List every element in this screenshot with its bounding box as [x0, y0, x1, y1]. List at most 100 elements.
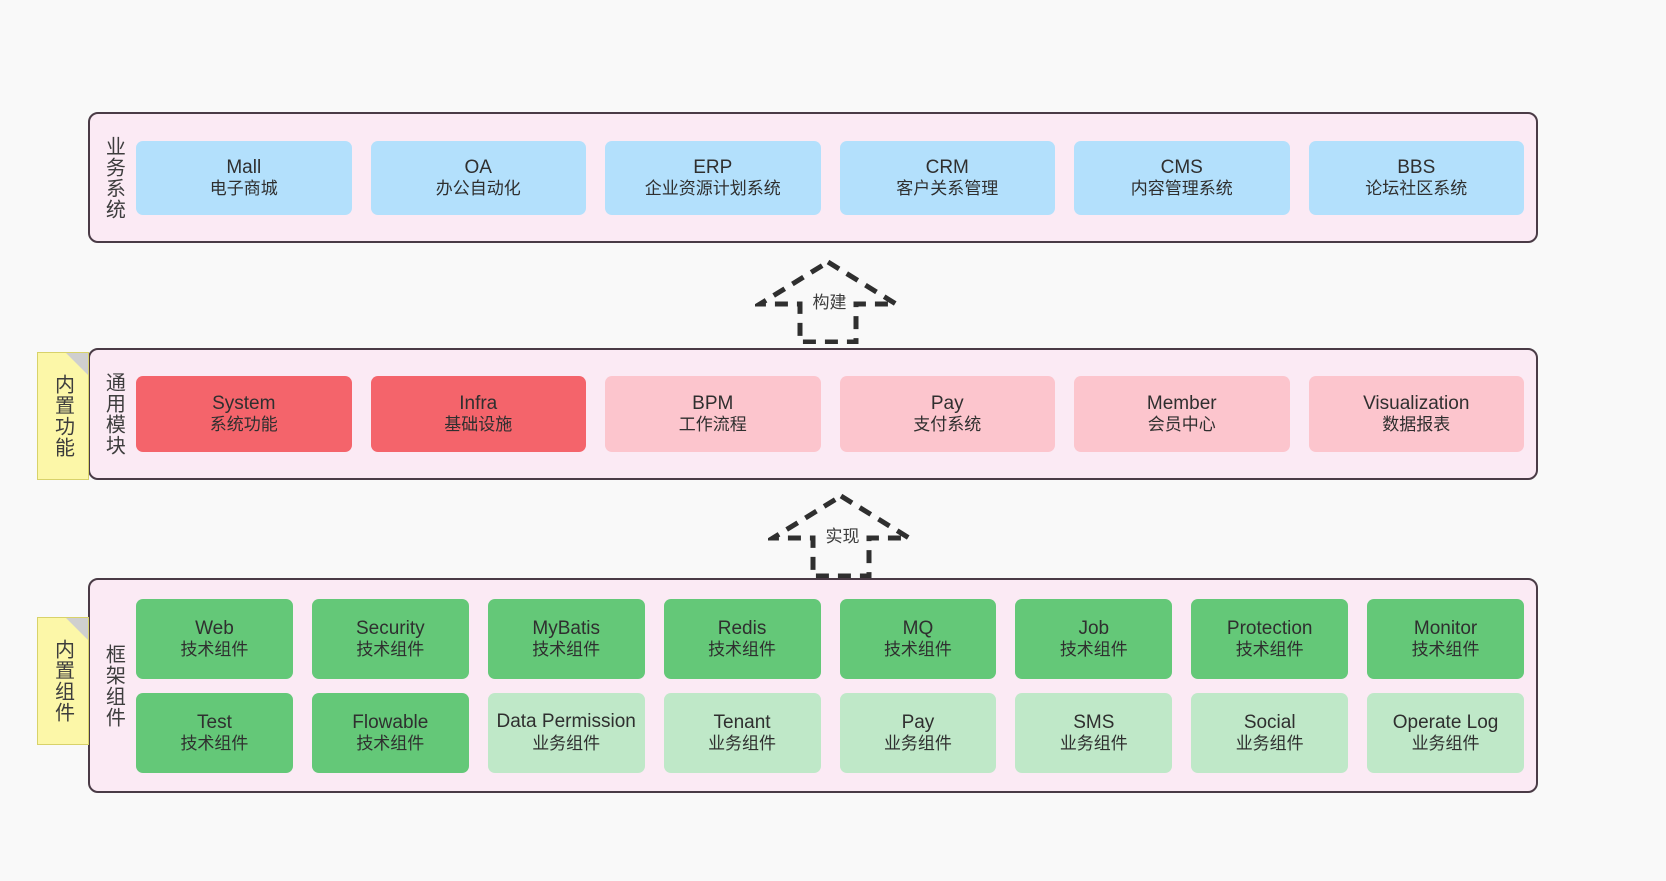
module-subtitle: 办公自动化 [435, 178, 521, 198]
module-subtitle: 技术组件 [1235, 639, 1304, 659]
module-subtitle: 业务组件 [708, 733, 777, 753]
module-box-security[interactable]: Security 技术组件 [311, 598, 469, 679]
module-box-flowable[interactable]: Flowable 技术组件 [311, 692, 469, 773]
module-box-mq[interactable]: MQ 技术组件 [839, 598, 997, 679]
module-box-protection[interactable]: Protection 技术组件 [1191, 598, 1349, 679]
module-subtitle: 内容管理系统 [1130, 178, 1233, 198]
module-subtitle: 技术组件 [1059, 639, 1128, 659]
row-business-components: Test 技术组件 Flowable 技术组件 Data Permission … [136, 692, 1524, 773]
module-title: MQ [902, 617, 934, 639]
module-subtitle: 技术组件 [1411, 639, 1480, 659]
module-subtitle: 业务组件 [883, 733, 952, 753]
module-subtitle: 业务组件 [1235, 733, 1304, 753]
layer-title-framework-components: 框架组件 [102, 643, 125, 728]
row-business-systems: Mall 电子商城 OA 办公自动化 ERP 企业资源计划系统 CRM 客户关系… [136, 140, 1524, 215]
module-subtitle: 技术组件 [883, 639, 952, 659]
module-title: Infra [459, 393, 498, 415]
module-subtitle: 技术组件 [180, 733, 249, 753]
arrow-label-implement: 实现 [825, 527, 860, 546]
module-box-web[interactable]: Web 技术组件 [136, 598, 293, 679]
module-title: Mall [226, 156, 262, 178]
module-subtitle: 基础设施 [444, 415, 513, 435]
module-box-member[interactable]: Member 会员中心 [1074, 376, 1290, 452]
module-title: Social [1243, 711, 1296, 733]
module-box-operate-log[interactable]: Operate Log 业务组件 [1367, 692, 1524, 773]
module-subtitle: 系统功能 [209, 415, 278, 435]
module-subtitle: 工作流程 [678, 415, 747, 435]
module-title: Pay [930, 393, 964, 415]
module-title: OA [464, 156, 492, 178]
module-title: CMS [1160, 156, 1203, 178]
layer-business-systems: 业务系统 Mall 电子商城 OA 办公自动化 ERP 企业资源计划系统 CRM… [88, 112, 1538, 243]
module-subtitle: 业务组件 [532, 733, 601, 753]
module-box-mybatis[interactable]: MyBatis 技术组件 [487, 598, 645, 679]
layer-common-modules: 通用模块 System 系统功能 Infra 基础设施 BPM 工作流程 Pay… [88, 348, 1538, 480]
module-title: Job [1078, 617, 1110, 639]
module-box-redis[interactable]: Redis 技术组件 [663, 598, 821, 679]
module-title: Protection [1226, 617, 1313, 639]
arrow-label-build: 构建 [812, 293, 847, 312]
module-title: Flowable [352, 711, 429, 733]
row-common-modules: System 系统功能 Infra 基础设施 BPM 工作流程 Pay 支付系统… [136, 376, 1524, 452]
module-box-bbs[interactable]: BBS 论坛社区系统 [1308, 140, 1524, 215]
module-subtitle: 技术组件 [708, 639, 777, 659]
module-box-oa[interactable]: OA 办公自动化 [370, 140, 586, 215]
module-box-data-permission[interactable]: Data Permission 业务组件 [487, 692, 645, 773]
module-box-cms[interactable]: CMS 内容管理系统 [1074, 140, 1290, 215]
module-box-mall[interactable]: Mall 电子商城 [136, 140, 352, 215]
module-title: Monitor [1413, 617, 1478, 639]
note-text: 内置组件 [51, 639, 74, 723]
module-title: Operate Log [1392, 711, 1499, 733]
module-box-system[interactable]: System 系统功能 [136, 376, 352, 452]
layer-framework-components: 框架组件 Web 技术组件 Security 技术组件 MyBatis 技术组件… [88, 578, 1538, 793]
module-box-monitor[interactable]: Monitor 技术组件 [1367, 598, 1524, 679]
module-title: Data Permission [496, 710, 636, 732]
module-title: Web [195, 617, 234, 639]
sticky-note-builtin-function: 内置功能 [37, 352, 89, 480]
module-box-test[interactable]: Test 技术组件 [136, 692, 293, 773]
note-fold-icon [66, 618, 88, 640]
module-box-job[interactable]: Job 技术组件 [1015, 598, 1173, 679]
module-subtitle: 支付系统 [913, 415, 982, 435]
module-subtitle: 业务组件 [1059, 733, 1128, 753]
module-box-infra[interactable]: Infra 基础设施 [370, 376, 586, 452]
module-subtitle: 业务组件 [1411, 733, 1480, 753]
module-title: Tenant [713, 711, 771, 733]
module-subtitle: 技术组件 [180, 639, 249, 659]
note-fold-icon [66, 353, 88, 375]
layer-body-framework-components: Web 技术组件 Security 技术组件 MyBatis 技术组件 Redi… [136, 580, 1536, 791]
module-title: BBS [1397, 156, 1436, 178]
module-subtitle: 技术组件 [532, 639, 601, 659]
layer-title-business-systems: 业务系统 [102, 135, 125, 220]
module-title: Member [1146, 393, 1217, 415]
module-title: ERP [693, 156, 733, 178]
module-subtitle: 客户关系管理 [896, 178, 999, 198]
layer-title-common-modules: 通用模块 [102, 372, 125, 456]
module-subtitle: 数据报表 [1382, 415, 1451, 435]
module-subtitle: 技术组件 [356, 733, 425, 753]
module-subtitle: 技术组件 [356, 639, 425, 659]
module-title: SMS [1073, 711, 1115, 733]
module-subtitle: 论坛社区系统 [1365, 178, 1468, 198]
module-title: Test [197, 711, 232, 733]
module-box-pay-business[interactable]: Pay 业务组件 [839, 692, 997, 773]
module-box-tenant[interactable]: Tenant 业务组件 [663, 692, 821, 773]
module-box-crm[interactable]: CRM 客户关系管理 [839, 140, 1055, 215]
row-technical-components: Web 技术组件 Security 技术组件 MyBatis 技术组件 Redi… [136, 598, 1524, 679]
module-box-sms[interactable]: SMS 业务组件 [1015, 692, 1173, 773]
module-box-bpm[interactable]: BPM 工作流程 [605, 376, 821, 452]
module-box-visualization[interactable]: Visualization 数据报表 [1308, 376, 1524, 452]
module-subtitle: 会员中心 [1147, 415, 1216, 435]
arrow-build-up-icon: 构建 [755, 258, 901, 344]
module-subtitle: 企业资源计划系统 [644, 178, 781, 198]
module-box-pay[interactable]: Pay 支付系统 [839, 376, 1055, 452]
module-title: Security [355, 617, 425, 639]
module-title: Pay [901, 711, 935, 733]
sticky-note-builtin-component: 内置组件 [37, 617, 89, 745]
module-subtitle: 电子商城 [209, 178, 278, 198]
module-box-erp[interactable]: ERP 企业资源计划系统 [605, 140, 821, 215]
arrow-implement-up-icon: 实现 [768, 492, 914, 578]
module-box-social[interactable]: Social 业务组件 [1191, 692, 1349, 773]
module-title: MyBatis [532, 617, 600, 639]
